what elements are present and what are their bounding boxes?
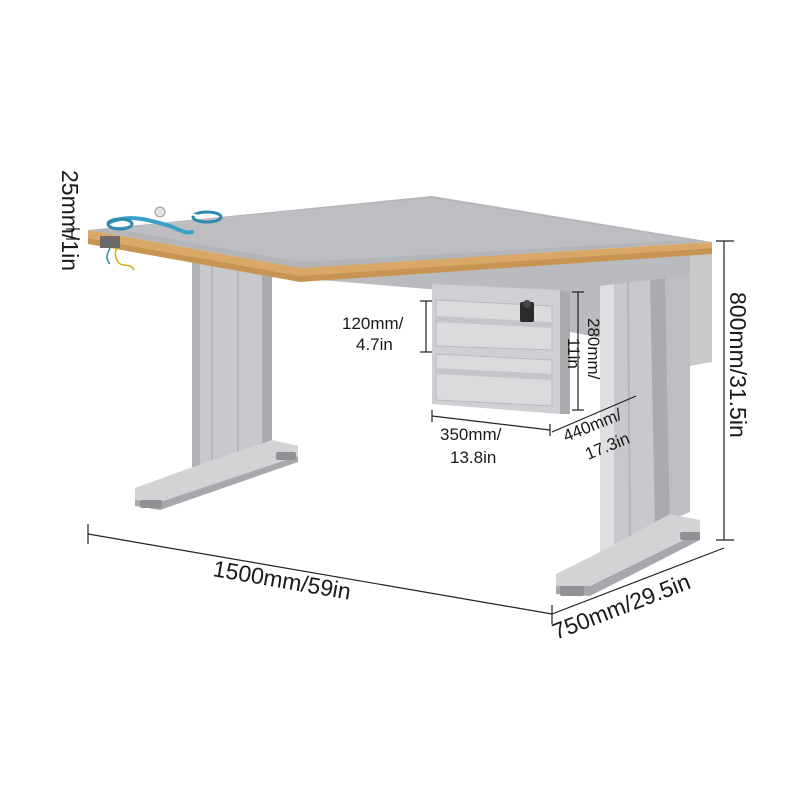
esd-wrist-strap xyxy=(100,206,223,271)
drawer-top xyxy=(435,299,553,351)
desk-leg-left xyxy=(135,256,298,510)
top-thickness-line1: 25mm/ xyxy=(57,170,83,241)
drawer-height-line1: 120mm/ xyxy=(342,314,404,333)
cabinet-height-line2: 11in xyxy=(564,338,583,369)
leveling-foot-left-back xyxy=(276,452,296,460)
dimension-label-cabinet-width: 350mm/ 13.8in xyxy=(440,425,502,467)
top-thickness-line2: 1in xyxy=(57,240,83,271)
leveling-foot-right-back xyxy=(680,532,700,540)
dimension-label-cabinet-height: 280mm/ 11in xyxy=(564,318,603,380)
dimension-label-drawer-height: 120mm/ 4.7in xyxy=(342,314,404,354)
dimension-lines xyxy=(66,228,734,624)
leveling-foot-right-front xyxy=(560,586,584,596)
desk-width-text: 1500mm/59in xyxy=(211,555,353,604)
drawer-bottom xyxy=(435,353,553,407)
lock-icon xyxy=(520,302,534,322)
dimension-label-top-thickness: 25mm/1in xyxy=(57,170,83,271)
dimension-label-desk-width: 1500mm/59in xyxy=(211,555,353,604)
dimension-label-desk-height: 800mm/31.5in xyxy=(725,292,751,438)
leveling-foot-left-front xyxy=(140,500,162,508)
cabinet-height-line1: 280mm/ xyxy=(584,318,603,380)
grounding-box xyxy=(100,236,120,248)
desk-top xyxy=(88,196,712,282)
cabinet-width-line1: 350mm/ xyxy=(440,425,502,444)
drawer-height-line2: 4.7in xyxy=(356,335,393,354)
cabinet-width-line2: 13.8in xyxy=(450,448,496,467)
drawer-cabinet xyxy=(432,284,570,414)
svg-text:25mm/1in: 25mm/1in xyxy=(57,170,83,271)
desk-height-text: 800mm/31.5in xyxy=(725,292,751,438)
desk-leg-right xyxy=(556,274,700,596)
desk-top-edge xyxy=(88,230,712,276)
